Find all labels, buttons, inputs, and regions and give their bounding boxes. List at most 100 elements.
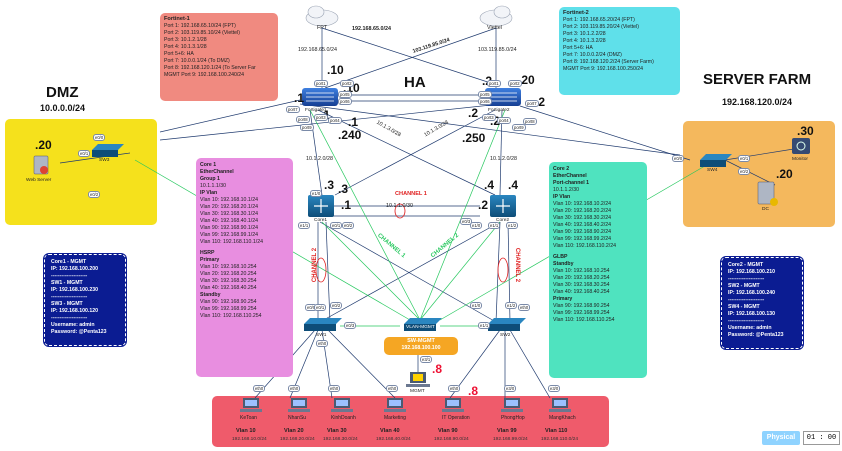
port-label: eth0 (253, 385, 266, 392)
port-label: eth0 (316, 340, 329, 347)
ha-title: HA (404, 74, 426, 91)
core2-line: Vlan 40: 192.168.40.2/24 (553, 222, 611, 228)
mgmt-left-line: SW1 - MGMT (51, 280, 83, 286)
pc-icon[interactable] (501, 398, 523, 414)
sw3-icon[interactable] (92, 144, 124, 157)
port-label: e1/2 (505, 302, 518, 309)
sw2-icon[interactable] (488, 318, 526, 331)
sw4-label: SW4 (707, 168, 718, 173)
port-label: port7 (525, 100, 539, 107)
pc-icon[interactable] (331, 398, 353, 414)
mgmt-right-line: --------------------- (728, 276, 765, 282)
pc-subnet: 192.168.40.0/24 (376, 437, 411, 442)
link-core: 10.1.1.0/30 (386, 203, 413, 209)
core1-line: Vlan 30: 192.168.30.254 (200, 278, 257, 284)
monitor-server-icon[interactable] (792, 138, 810, 154)
mgmt-left-line: --------------------- (51, 294, 88, 300)
core1-icon[interactable] (308, 195, 334, 217)
ip-it-ops: .8 (468, 384, 479, 398)
fortinet1-line: Port 2: 103.119.85.10/24 (Viettel) (164, 30, 240, 37)
core1-line: Vlan 40: 192.168.40.254 (200, 285, 257, 291)
core2-line: Vlan 99: 192.168.99.254 (553, 310, 610, 316)
port-label: e3/0 (504, 385, 517, 392)
sw4-icon[interactable] (700, 154, 732, 167)
port-label: port6 (338, 98, 352, 105)
mgmt-left-line: SW3 - MGMT (51, 301, 83, 307)
core2-line: Core 2 (553, 166, 570, 172)
port-label: e0/1 (314, 304, 327, 311)
fpt-label: FPT (317, 25, 328, 31)
port-label: eth0 (518, 304, 531, 311)
port-label: port3 (482, 114, 496, 121)
ip-fg2-low: .250 (462, 131, 486, 145)
port-label: e1/2 (506, 222, 519, 229)
fortinet1-line: Port 3: 10.1.2.1/28 (164, 37, 207, 44)
pc-zone (212, 396, 609, 447)
port-label: e0/3 (344, 322, 357, 329)
mgmt-right-line: IP: 192.168.100.240 (728, 290, 776, 296)
vlan-mgmt-switch-icon[interactable] (404, 318, 442, 331)
channel2-right-label: CHANNEL 2 (514, 247, 521, 283)
port-label: e0/1 (330, 222, 343, 229)
ip-core1-c: .1 (341, 198, 352, 212)
port-label: e0/1 (78, 150, 91, 157)
fortinet2-line: Port 7: 10.0.0.2/24 (DMZ) (563, 52, 622, 59)
pc-icon[interactable] (549, 398, 571, 414)
ip-core1-b: .3 (338, 182, 349, 196)
mgmt-pc-label: MGMT (410, 389, 425, 394)
port-label: e1/0 (310, 190, 323, 197)
port-label: e3/1 (420, 356, 433, 363)
core2-line: EtherChannel (553, 173, 587, 179)
mgmt-left-line: Username: admin (51, 322, 95, 328)
pc-icon[interactable] (240, 398, 262, 414)
fortigate2-icon[interactable] (485, 88, 521, 106)
core2-line: Vlan 20: 192.168.20.254 (553, 275, 610, 281)
sw1-icon[interactable] (304, 318, 342, 331)
pc-vlan: Vlan 99 (497, 428, 517, 434)
core2-icon[interactable] (490, 195, 516, 217)
web-server-icon[interactable] (33, 155, 49, 175)
fortinet2-line: Port 8: 192.168.120.2/24 (Server Farm) (563, 59, 654, 66)
port-label: e3/0 (548, 385, 561, 392)
core2-line: Vlan 30: 192.168.30.2/24 (553, 215, 611, 221)
physical-tab[interactable]: Physical (762, 431, 800, 445)
pc-subnet: 192.168.90.0/24 (434, 437, 469, 442)
port-label: e1/1 (298, 222, 311, 229)
simulation-clock[interactable]: 01 : 00 (803, 431, 840, 445)
pc-icon[interactable] (288, 398, 310, 414)
dmz-zone (5, 119, 157, 225)
fortinet2-line: Port 3: 10.1.2.2/28 (563, 31, 606, 38)
core2-line: Vlan 30: 192.168.30.254 (553, 282, 610, 288)
port-label: port2 (340, 80, 354, 87)
sw2-label: SW2 (500, 333, 511, 338)
port-label: e1/0 (470, 222, 483, 229)
pc-icon[interactable] (442, 398, 464, 414)
dc-server-icon[interactable] (757, 181, 778, 206)
core1-line: EtherChannel (200, 169, 234, 175)
core1-line: IP Vlan (200, 190, 218, 196)
core2-line: Port-channel 1 (553, 180, 590, 186)
core2-line: Vlan 99: 192.168.99.2/24 (553, 236, 611, 242)
mgmt-right-line: SW2 - MGMT (728, 283, 760, 289)
dmz-subnet: 10.0.0.0/24 (40, 103, 86, 113)
fortigate1-icon[interactable] (302, 88, 338, 106)
mgmt-right-line: Username: admin (728, 325, 772, 331)
ip-core1-a: .3 (324, 178, 335, 192)
viettel-subnet: 103.119.85.0/24 (478, 47, 517, 53)
core1-line: Vlan 110: 192.168.110.1/24 (200, 239, 263, 245)
pc-name: Marketing (384, 415, 406, 421)
fpt-link-label: 192.168.65.0/24 (352, 26, 391, 32)
port-label: port1 (314, 80, 328, 87)
viettel-label: Viettel (487, 25, 502, 31)
mgmt-right-line: --------------------- (728, 297, 765, 303)
mgmt-left-line: IP: 192.168.100.200 (51, 266, 99, 272)
ip-fg1-port1: .10 (327, 63, 344, 77)
ip-dc: .20 (776, 167, 793, 181)
core1-line: Core 1 (200, 162, 217, 168)
mgmt-pc-icon[interactable] (406, 372, 430, 387)
port-label: port5 (478, 91, 492, 98)
port-label: e1/1 (488, 222, 501, 229)
channel1-label: CHANNEL 1 (395, 191, 427, 197)
core2-line: Vlan 110: 192.168.110.2/24 (553, 243, 616, 249)
pc-icon[interactable] (384, 398, 406, 414)
